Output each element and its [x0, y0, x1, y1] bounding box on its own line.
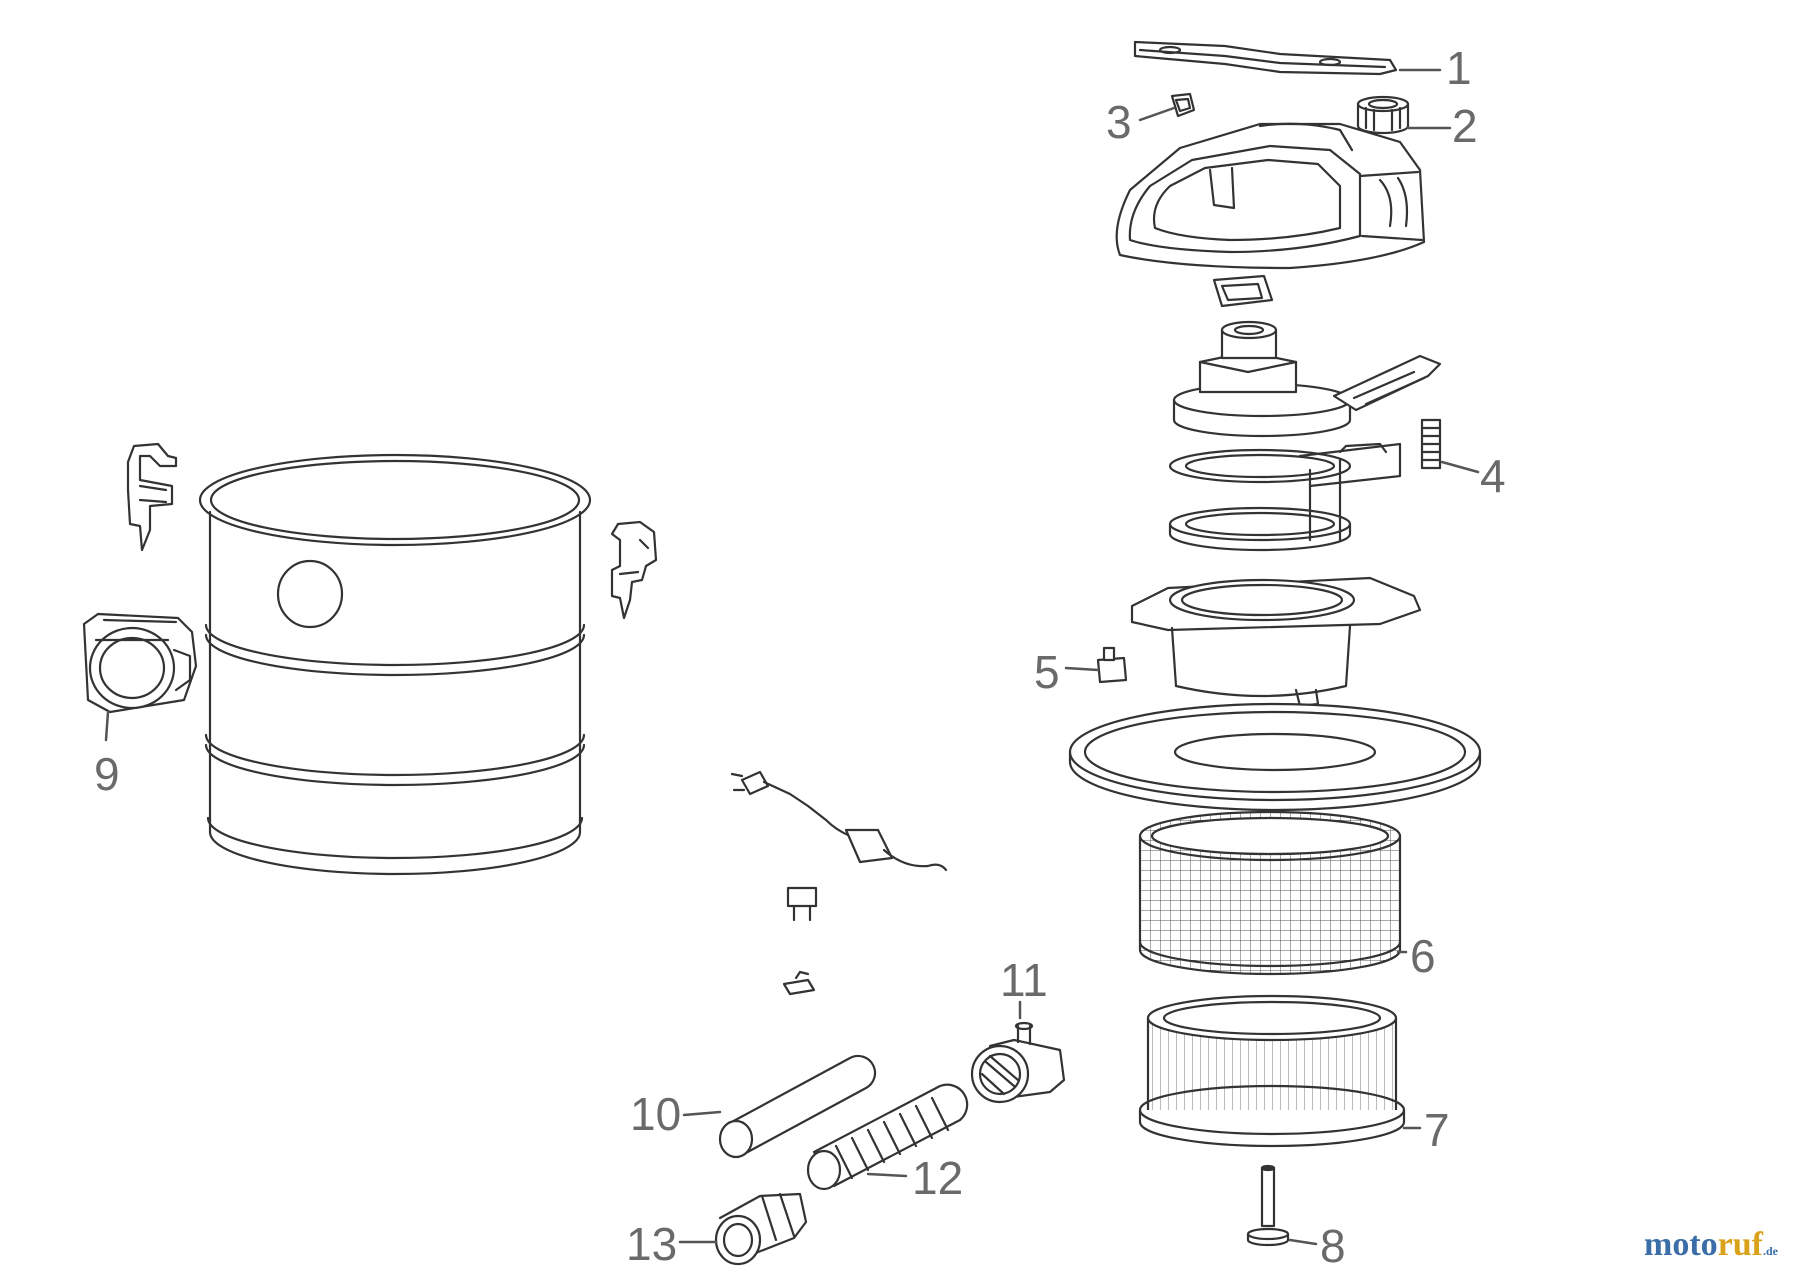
- part-hose-inlet: [82, 612, 198, 714]
- leader-8: [1288, 1238, 1318, 1246]
- part-connector: [1212, 274, 1274, 308]
- part-clip: [1170, 92, 1196, 118]
- callout-labels: 1 2 3 4 5 6 7 8 9 10 11 12 13: [94, 42, 1506, 1272]
- watermark-suffix: .de: [1763, 1244, 1778, 1258]
- watermark-part1: moto: [1644, 1226, 1718, 1263]
- part-relay: [786, 886, 818, 922]
- part-power-cord: [730, 770, 948, 872]
- part-cage-filter: [1138, 810, 1402, 976]
- leader-9: [104, 710, 110, 742]
- part-hose-coupling: [714, 1192, 808, 1266]
- leader-3: [1138, 106, 1176, 122]
- part-bracket: [1332, 354, 1442, 412]
- part-tube: [718, 1054, 877, 1159]
- leader-5: [1064, 666, 1100, 672]
- part-mounting-plate: [1130, 576, 1422, 708]
- part-carry-handle: [1133, 40, 1398, 76]
- part-pleated-filter: [1138, 994, 1406, 1148]
- part-terminal-strip: [1420, 418, 1442, 470]
- part-latch-right: [610, 520, 658, 620]
- callout-7: 7: [1424, 1104, 1450, 1156]
- part-seal-disc: [1068, 702, 1482, 812]
- part-motor-housing: [1168, 442, 1402, 552]
- callout-10: 10: [630, 1088, 681, 1140]
- part-motor: [1172, 320, 1352, 438]
- callout-11: 11: [1000, 954, 1048, 1006]
- part-motor-cover: [1115, 122, 1426, 270]
- part-plug-clip: [782, 970, 816, 996]
- watermark-logo: motoruf.de: [1644, 1226, 1778, 1264]
- callout-2: 2: [1452, 100, 1478, 152]
- callout-8: 8: [1320, 1220, 1346, 1272]
- part-hose-adapter: [970, 1021, 1066, 1104]
- part-switch: [1096, 646, 1128, 684]
- callout-5: 5: [1034, 646, 1060, 698]
- callout-9: 9: [94, 748, 120, 800]
- leader-12: [866, 1172, 908, 1178]
- part-drum: [198, 453, 592, 876]
- callout-13: 13: [626, 1218, 677, 1270]
- leader-4: [1440, 460, 1480, 474]
- callout-12: 12: [912, 1152, 963, 1204]
- watermark-part2: ruf: [1717, 1226, 1763, 1263]
- leader-10: [682, 1110, 722, 1117]
- callout-6: 6: [1410, 930, 1436, 982]
- part-latch-left: [126, 442, 178, 552]
- callout-4: 4: [1480, 450, 1506, 502]
- callout-1: 1: [1446, 42, 1472, 94]
- part-flex-hose: [806, 1083, 969, 1191]
- leader-lines: [104, 68, 1480, 1246]
- callout-3: 3: [1106, 96, 1132, 148]
- part-knob: [1356, 95, 1410, 135]
- part-screw: [1246, 1164, 1290, 1247]
